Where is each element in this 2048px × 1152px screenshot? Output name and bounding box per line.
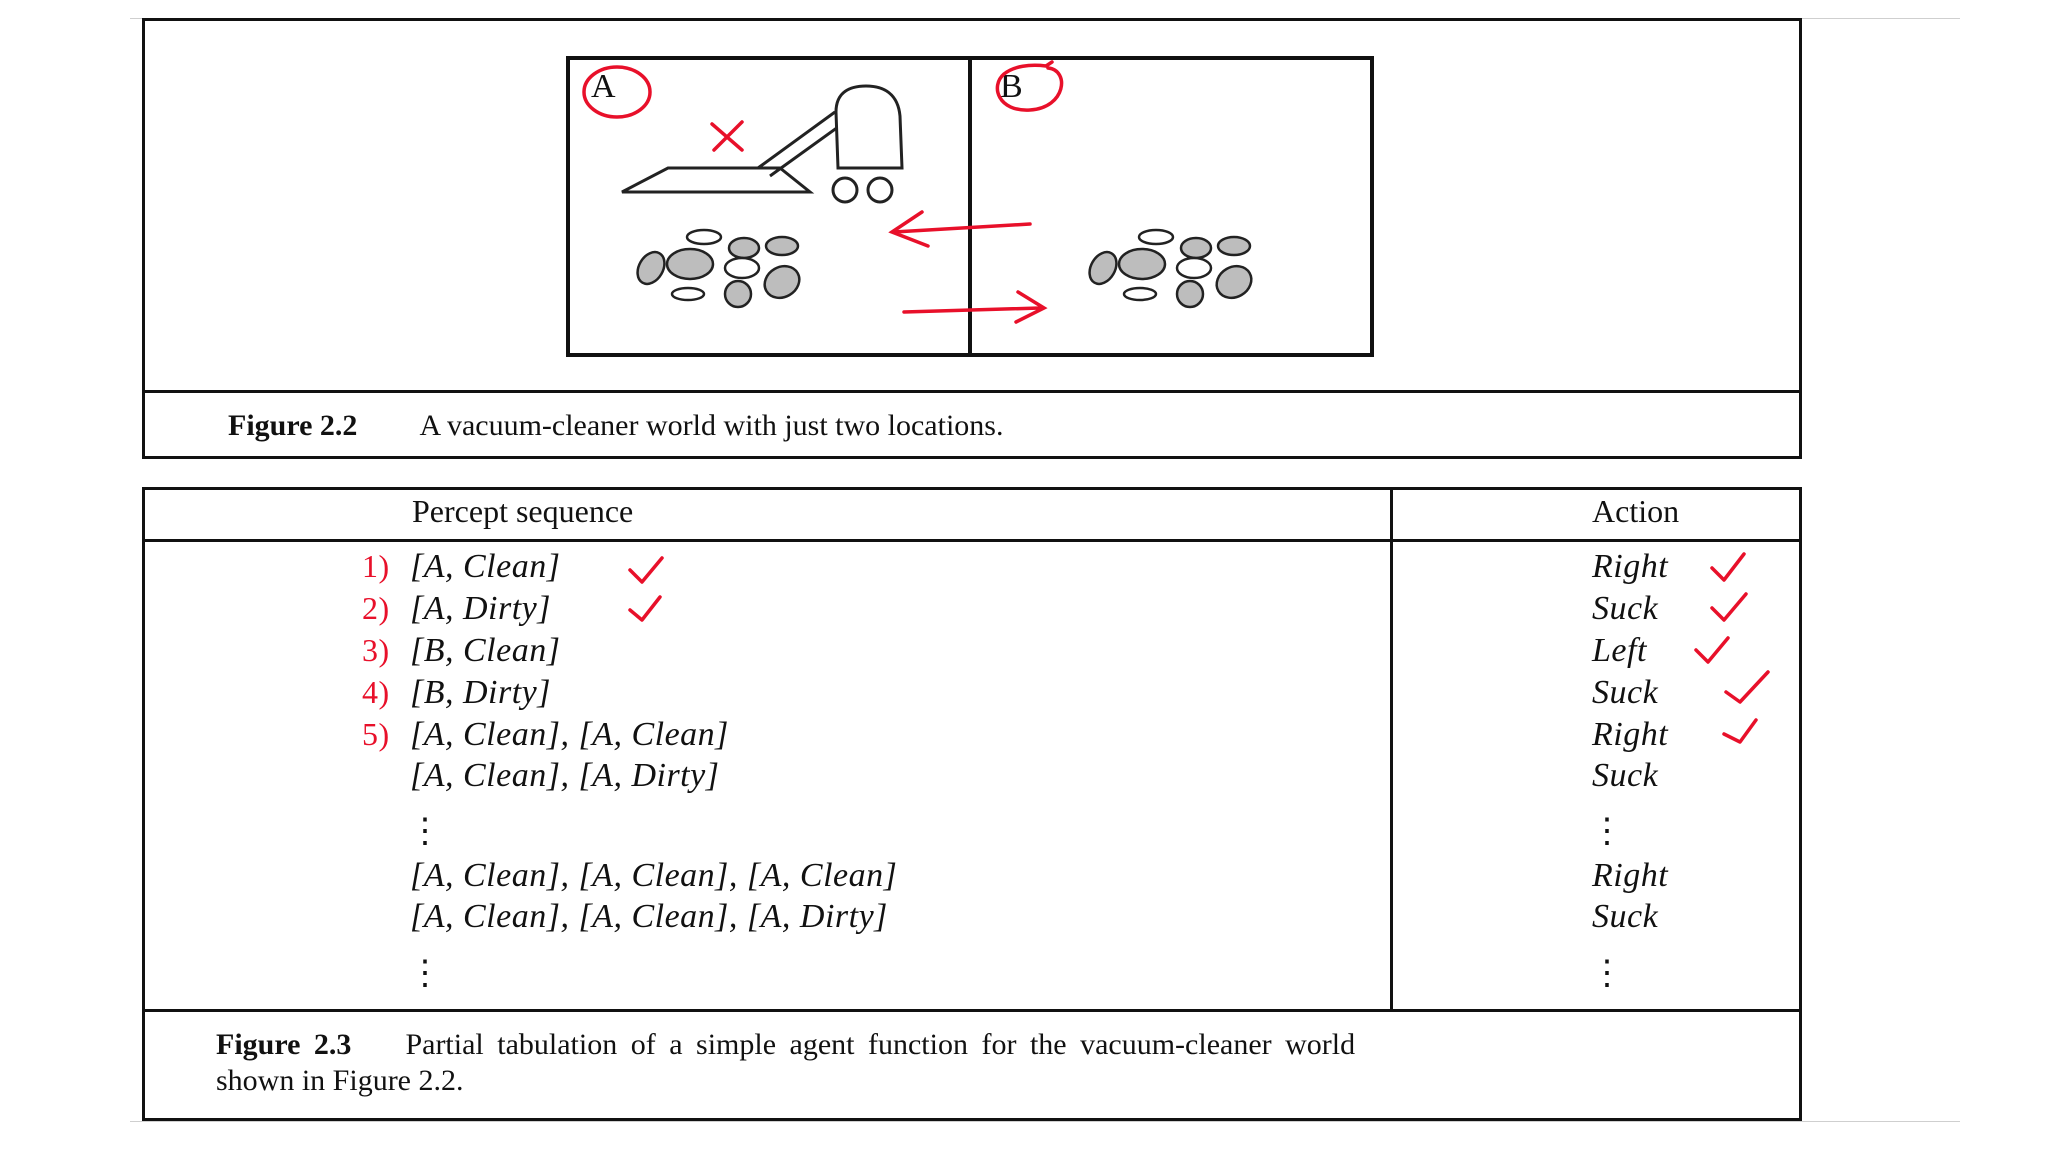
percept-row-8: [A, Clean], [A, Clean], [A, Dirty] xyxy=(410,898,888,935)
row-mark-3: 3) xyxy=(362,632,390,668)
check-percept-row-2-icon xyxy=(628,595,662,622)
action-row-4: Suck xyxy=(1592,674,1659,711)
header-percept-sequence: Percept sequence xyxy=(412,493,634,529)
vacuum-cleaner-icon xyxy=(621,84,904,204)
figure-2-2-frame xyxy=(142,18,1802,459)
figure-2-3-caption-line-1: Figure 2.3 Partial tabulation of a simple… xyxy=(216,1028,1355,1062)
check-action-row-2-icon xyxy=(1710,592,1748,622)
check-action-row-1-icon xyxy=(1710,552,1746,582)
check-percept-row-1-icon xyxy=(628,556,664,584)
figure-2-3-text-line-1: Partial tabulation of a simple agent fun… xyxy=(405,1028,1356,1061)
figure-2-2-label: Figure 2.2 xyxy=(228,409,358,442)
dirt-pile-a-icon xyxy=(636,228,801,309)
check-action-row-4-icon xyxy=(1724,670,1770,704)
left-arrow-icon xyxy=(888,210,1032,248)
percept-row-5: [A, Clean], [A, Clean] xyxy=(410,716,729,753)
cross-mark-icon xyxy=(710,120,744,152)
header-action: Action xyxy=(1592,493,1680,529)
table-header-rule xyxy=(142,539,1802,542)
check-action-row-5-icon xyxy=(1722,718,1758,744)
figure-2-3-frame xyxy=(142,487,1802,1121)
right-arrow-icon xyxy=(902,290,1048,324)
check-action-row-3-icon xyxy=(1694,636,1730,664)
figure-2-3-label: Figure 2.3 xyxy=(216,1028,352,1061)
percept-row-7: [A, Clean], [A, Clean], [A, Clean] xyxy=(410,857,898,894)
circle-b-annotation xyxy=(995,60,1064,112)
row-mark-4: 4) xyxy=(362,674,390,710)
figure-2-2-caption-rule xyxy=(142,390,1802,393)
row-mark-1: 1) xyxy=(362,548,390,584)
action-row-1: Right xyxy=(1592,548,1669,585)
action-row-7: Right xyxy=(1592,857,1669,894)
percept-row-6: [A, Clean], [A, Dirty] xyxy=(410,757,720,794)
page-bottom-edge xyxy=(130,1121,1960,1122)
action-row-3: Left xyxy=(1592,632,1647,669)
figure-2-2-caption: Figure 2.2 A vacuum-cleaner world with ju… xyxy=(228,409,1003,443)
row-mark-2: 2) xyxy=(362,590,390,626)
action-row-8: Suck xyxy=(1592,898,1659,935)
action-row-6: Suck xyxy=(1592,757,1659,794)
circle-a-annotation xyxy=(582,65,652,119)
row-mark-5: 5) xyxy=(362,716,390,752)
location-b-label: B xyxy=(1000,68,1024,105)
action-row-2: Suck xyxy=(1592,590,1659,627)
percept-row-2: [A, Dirty] xyxy=(410,590,551,627)
percept-row-3: [B, Clean] xyxy=(410,632,561,669)
figure-2-3-caption-line-2: shown in Figure 2.2. xyxy=(216,1064,464,1097)
world-divider xyxy=(968,56,972,357)
dirt-pile-b-icon xyxy=(1088,228,1253,309)
figure-2-2-text: A vacuum-cleaner world with just two loc… xyxy=(419,409,1004,442)
percept-row-1: [A, Clean] xyxy=(410,548,561,585)
table-column-divider xyxy=(1390,487,1393,1010)
percept-row-4: [B, Dirty] xyxy=(410,674,551,711)
action-row-5: Right xyxy=(1592,716,1669,753)
table-bottom-rule xyxy=(142,1009,1802,1012)
